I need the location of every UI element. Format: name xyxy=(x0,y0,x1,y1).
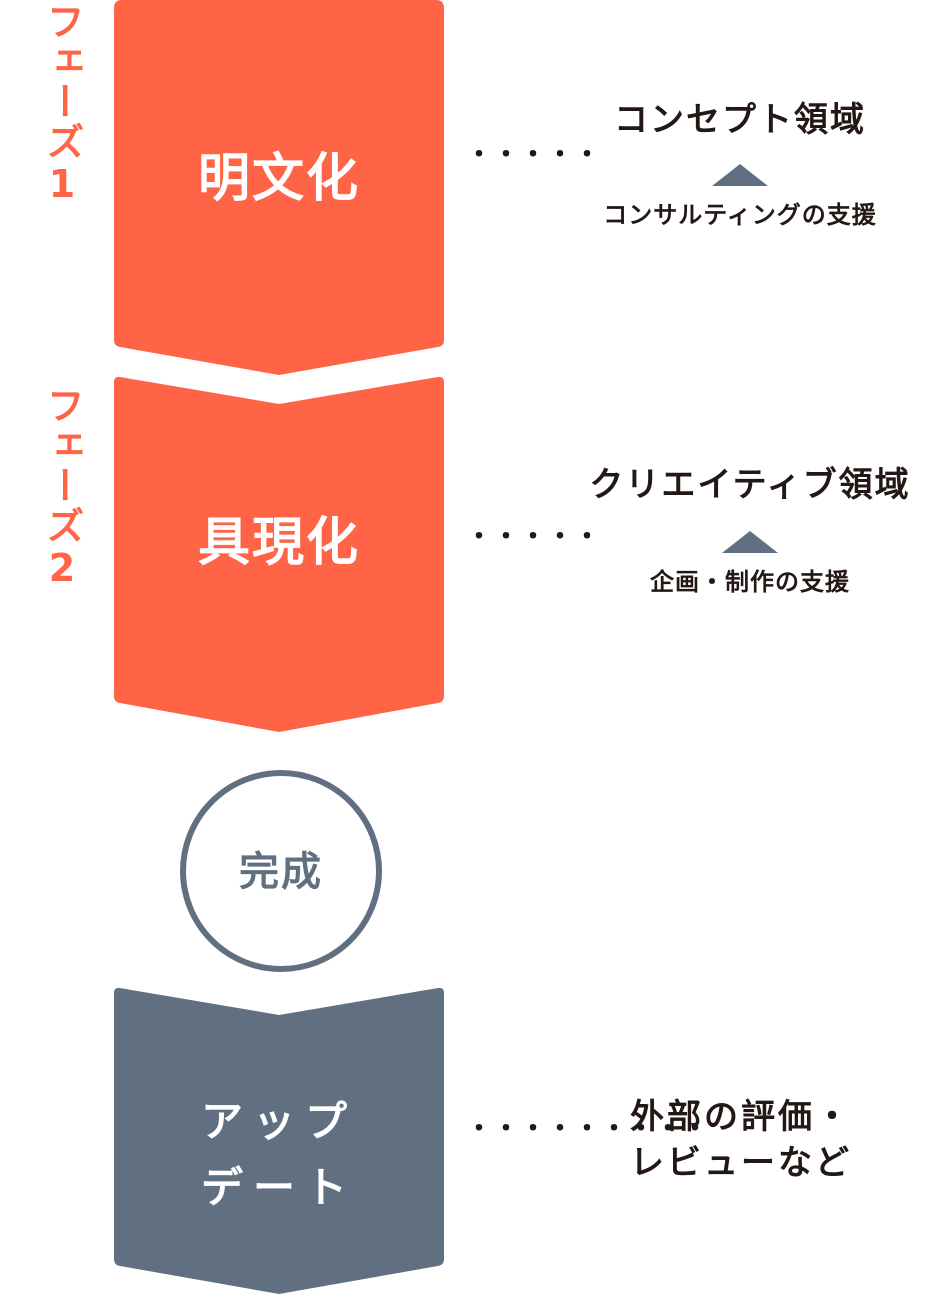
phase-1-support-text: コンサルティングの支援 xyxy=(603,201,877,229)
up-triangle-icon xyxy=(722,531,778,553)
phase-1-area-title: コンセプト領域 xyxy=(614,100,866,140)
update-label-line-1: アップ xyxy=(200,1097,357,1146)
update-connector-dots: ・・・・・・・・・ xyxy=(466,1114,710,1144)
phase-1-area-info: コンセプト領域 コンサルティングの支援 xyxy=(560,100,920,230)
phase-1-connector-dots: ・・・・・ xyxy=(466,140,602,170)
update-step-chevron: アップ デート xyxy=(114,987,444,1294)
phase-2-step-chevron: 具現化 xyxy=(114,376,444,732)
phase-2-connector-dots: ・・・・・ xyxy=(466,522,602,552)
chevron-shape xyxy=(114,0,444,375)
phase-2-area-info: クリエイティブ領域 企画・制作の支援 xyxy=(560,465,925,597)
update-step-label: アップ デート xyxy=(114,1089,444,1221)
external-note-line-1: 外部の評価・ xyxy=(630,1097,852,1137)
chevron-shape xyxy=(114,376,444,732)
external-review-note: 外部の評価・ レビューなど xyxy=(630,1094,852,1186)
phase-2-support-text: 企画・制作の支援 xyxy=(650,568,850,596)
completion-circle: 完成 xyxy=(180,770,382,972)
phase-2-step-label: 具現化 xyxy=(197,513,360,573)
update-label-line-2: デート xyxy=(200,1163,357,1212)
external-note-line-2: レビューなど xyxy=(630,1143,852,1183)
completion-label: 完成 xyxy=(239,849,323,895)
phase-1-label: フェーズ1 xyxy=(40,2,84,208)
phase-2-area-title: クリエイティブ領域 xyxy=(589,465,911,505)
phase-1-step-label: 明文化 xyxy=(197,149,360,209)
up-triangle-icon xyxy=(712,164,768,186)
phase-2-label: フェーズ2 xyxy=(40,386,84,592)
phase-1-step-chevron: 明文化 xyxy=(114,0,444,375)
chevron-shape xyxy=(114,987,444,1294)
